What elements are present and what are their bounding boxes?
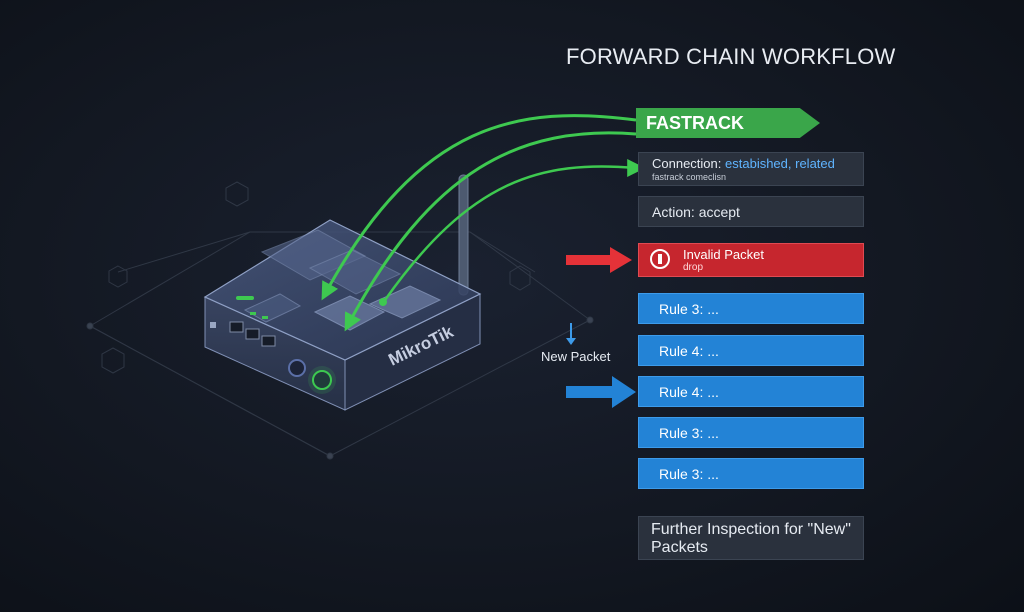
invalid-packet-step: Invalid Packet drop — [638, 243, 864, 277]
warning-icon — [650, 249, 670, 269]
fastrack-step: FASTRACK — [636, 108, 820, 138]
diagram-title: FORWARD CHAIN WORKFLOW — [566, 44, 896, 69]
invalid-arrow — [566, 247, 632, 273]
rule-step: Rule 3: ... — [638, 458, 864, 489]
new-packet-label: New Packet — [541, 349, 611, 364]
connection-line: Connection: estabished, related — [652, 156, 863, 171]
action-step: Action: accept — [638, 196, 864, 227]
connection-label: Connection: — [652, 156, 722, 171]
invalid-title: Invalid Packet — [683, 247, 764, 262]
connection-sub: fastrack comeclisn — [652, 172, 727, 182]
mikrotik-router: MikroTik — [203, 174, 482, 411]
rule-step: Rule 4: ... — [638, 335, 864, 366]
new-packet-arrows — [566, 323, 636, 408]
connection-step: Connection: estabished, related fastrack… — [638, 152, 864, 186]
connection-state: estabished, related — [725, 156, 835, 171]
background-network — [86, 181, 594, 460]
invalid-sub: drop — [683, 262, 704, 273]
rule-step: Rule 3: ... — [638, 293, 864, 324]
fastrack-arrows — [321, 114, 646, 332]
rule-step: Rule 4: ... — [638, 376, 864, 407]
further-inspection-step: Further Inspection for "New" Packets — [638, 516, 864, 560]
rule-step: Rule 3: ... — [638, 417, 864, 448]
